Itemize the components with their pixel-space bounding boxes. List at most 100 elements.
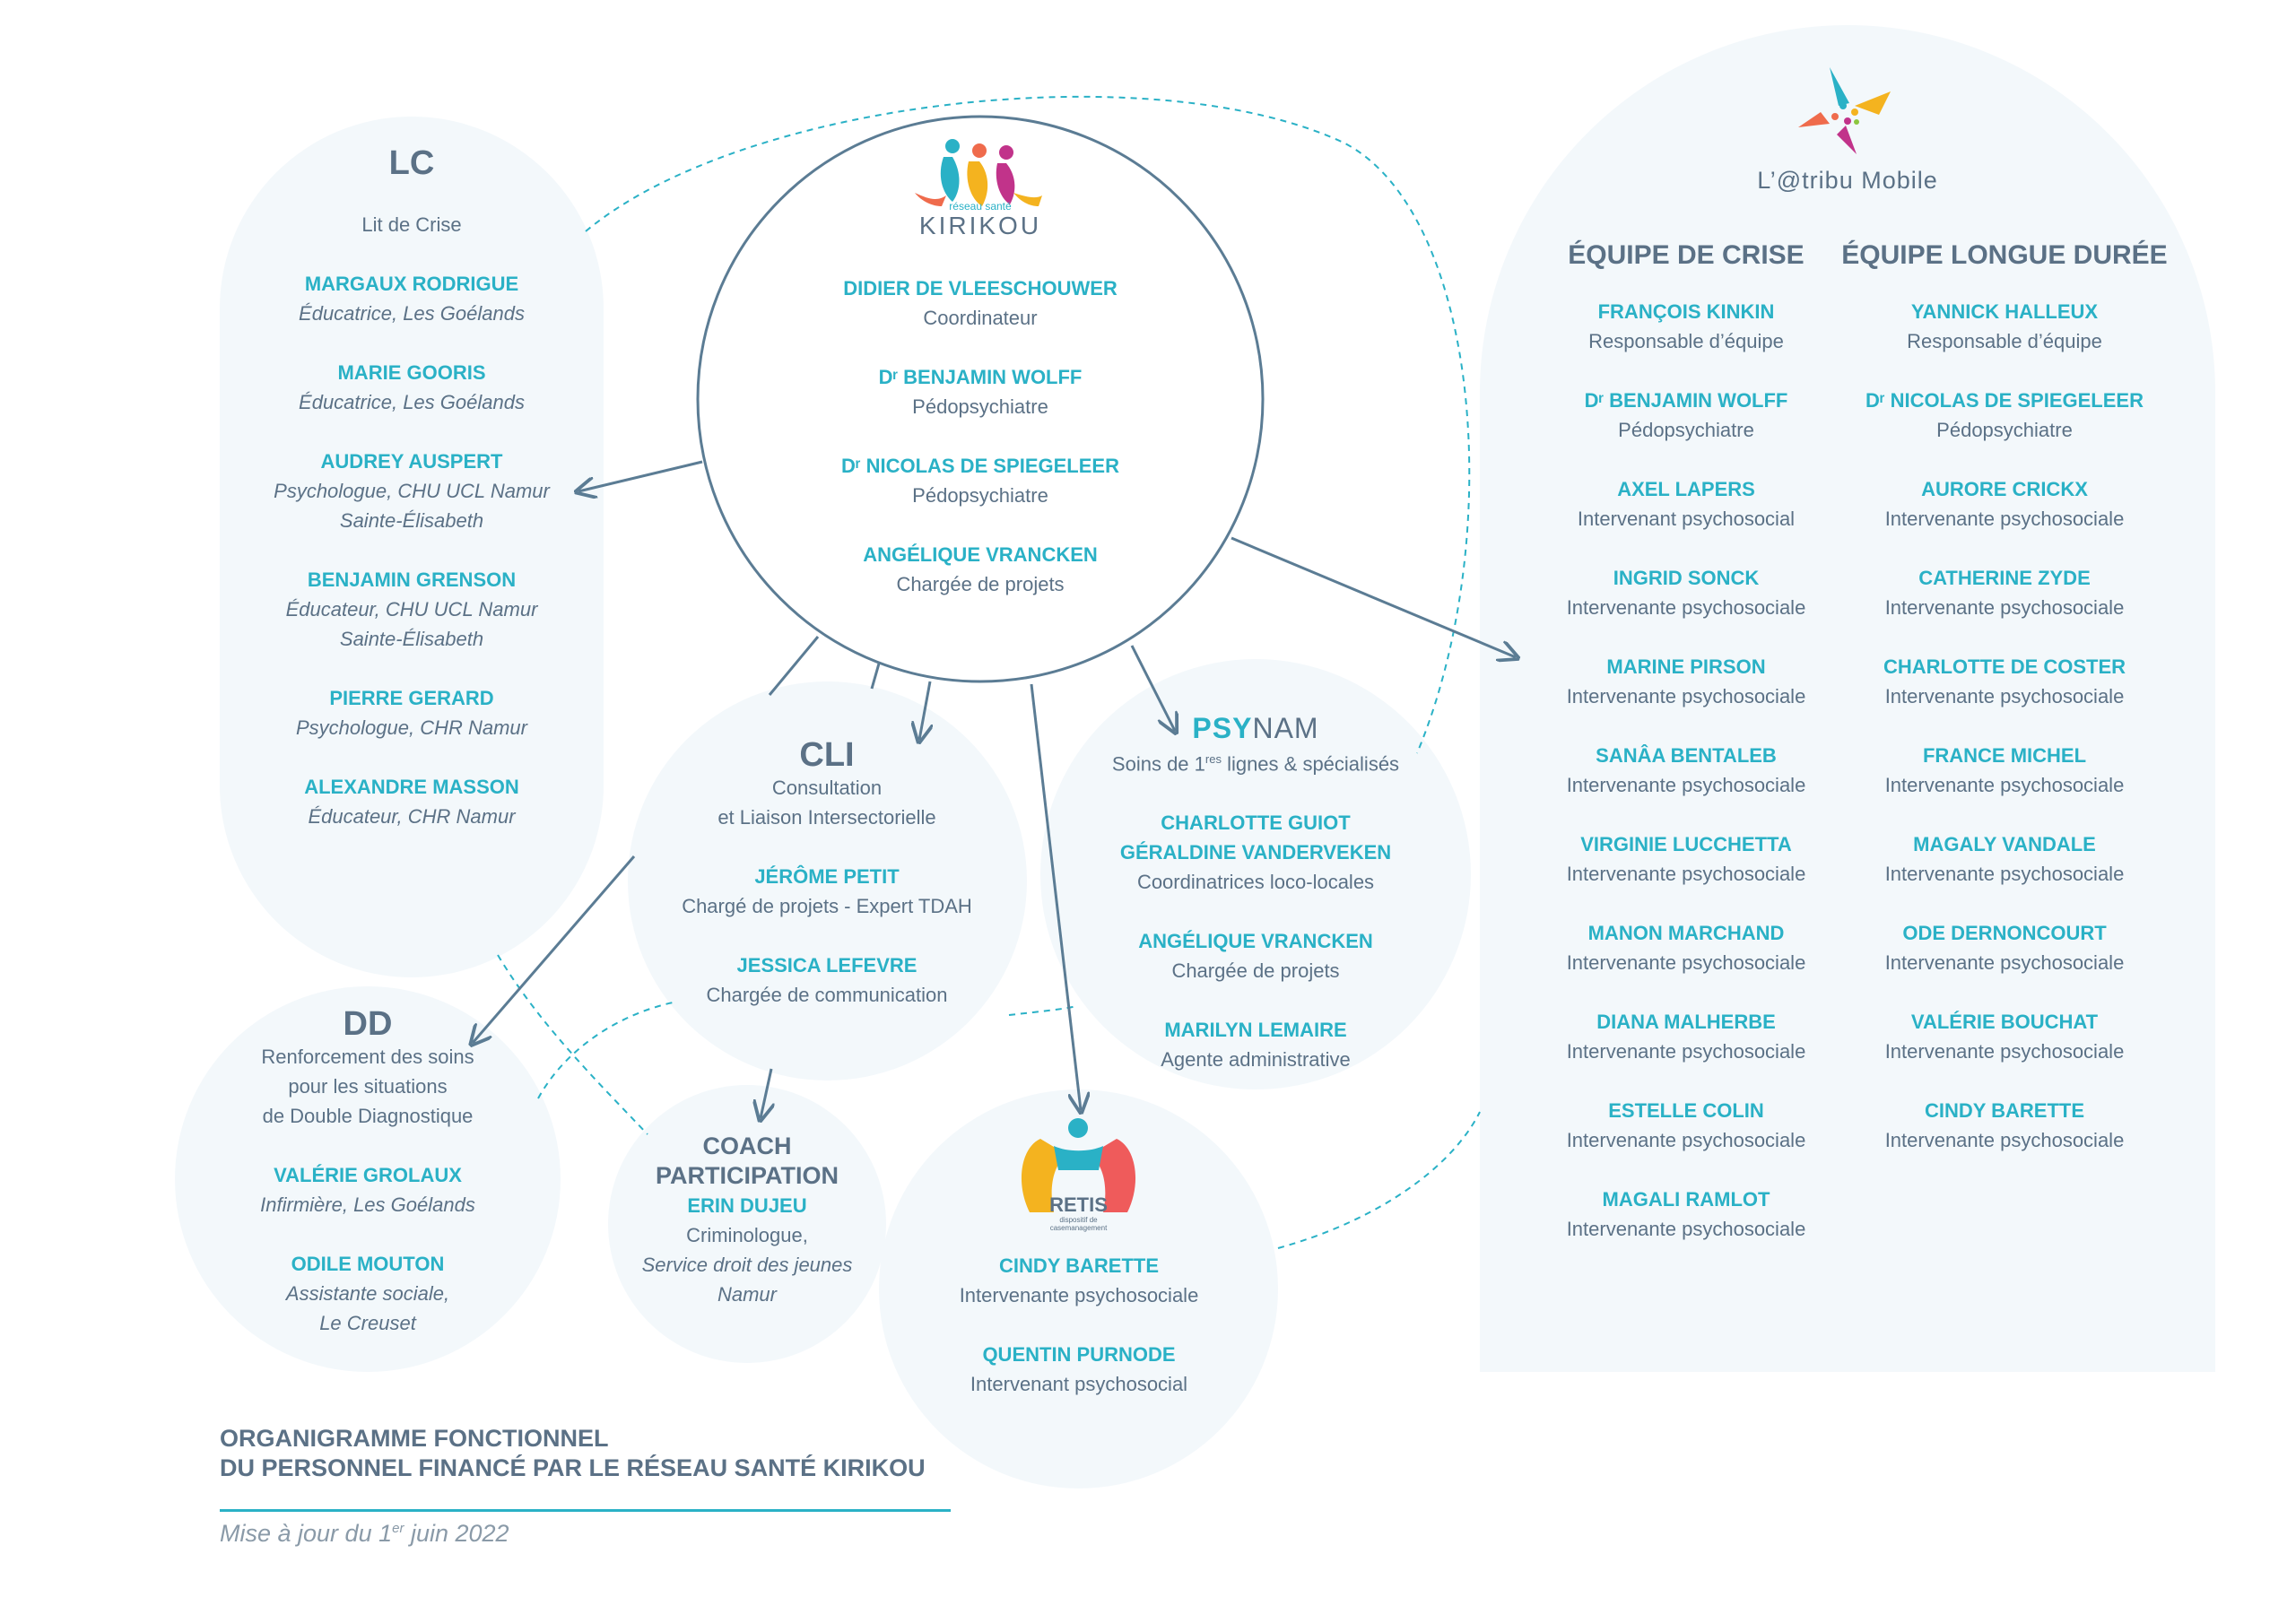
- member-name: YANNICK HALLEUX: [1910, 300, 2099, 323]
- member-name: DIANA MALHERBE: [1596, 1011, 1776, 1033]
- member-name: MARIE GOORIS: [337, 361, 486, 384]
- member-name: QUENTIN PURNODE: [982, 1343, 1176, 1366]
- dd-subtitle: de Double Diagnostique: [262, 1105, 474, 1127]
- member-role: Intervenante psychosociale: [1566, 1040, 1806, 1063]
- atribu-panel: [1480, 25, 2215, 1372]
- member-name: PIERRE GERARD: [329, 687, 494, 709]
- member-name: MARILYN LEMAIRE: [1164, 1019, 1347, 1042]
- coach-title: COACH: [702, 1133, 792, 1159]
- dd-section: DD Renforcement des soins pour les situa…: [206, 1006, 529, 1338]
- member-name: ERIN DUJEU: [687, 1194, 807, 1217]
- member-role: Intervenante psychosociale: [1566, 596, 1806, 619]
- member-role: Chargé de projets - Expert TDAH: [682, 895, 972, 917]
- member-name: SANÂA BENTALEB: [1596, 744, 1777, 767]
- member-role: Intervenante psychosociale: [1884, 685, 2125, 707]
- member-name: Dʳ NICOLAS DE SPIEGELEER: [841, 455, 1119, 477]
- member-role: Psychologue, CHR Namur: [296, 716, 527, 739]
- cli-subtitle: Consultation: [771, 777, 883, 799]
- lc-title: LC: [388, 144, 435, 182]
- member-role: Coordinateur: [923, 307, 1038, 329]
- member-role: Infirmière, Les Goélands: [260, 1193, 475, 1216]
- member-name: DIDIER DE VLEESCHOUWER: [843, 277, 1118, 299]
- member-role: Intervenante psychosociale: [1566, 1218, 1806, 1240]
- arrow-cli-dd: [473, 855, 636, 1043]
- member-name: CINDY BARETTE: [998, 1254, 1160, 1277]
- atribu-logo-text: L’@tribu Mobile: [1757, 167, 1938, 194]
- longue-title: ÉQUIPE LONGUE DURÉE: [1841, 240, 2168, 270]
- dashed-link-cli-psynam: [1008, 1005, 1077, 1016]
- dd-subtitle: Renforcement des soins: [261, 1046, 474, 1068]
- member-role: Chargée de communication: [706, 984, 948, 1006]
- member-name: ALEXANDRE MASSON: [304, 776, 519, 798]
- lc-section: LC Lit de Crise MARGAUX RODRIGUE Éducatr…: [241, 143, 582, 831]
- psynam-logo-b: NAM: [1252, 712, 1319, 744]
- member-role: Intervenante psychosociale: [1566, 863, 1806, 885]
- psynam-subtitle: Soins de 1res lignes & spécialisés: [1076, 744, 1435, 778]
- dd-title: DD: [343, 1005, 393, 1043]
- cli-subtitle: et Liaison Intersectorielle: [718, 806, 936, 829]
- footer-date-pre: Mise à jour du 1: [220, 1520, 393, 1547]
- arrow-kirikou-cli: [919, 681, 930, 740]
- psynam-section: PSYNAM Soins de 1res lignes & spécialisé…: [1076, 712, 1435, 1074]
- kirikou-logo-small: réseau santé: [949, 200, 1012, 213]
- member-role: Chargée de projets: [1171, 959, 1340, 983]
- member-name: MAGALY VANDALE: [1913, 833, 2096, 855]
- member-role: Sainte-Élisabeth: [339, 509, 484, 532]
- member-role: Sainte-Élisabeth: [339, 628, 484, 650]
- member-name: AURORE CRICKX: [1921, 478, 2088, 500]
- coach-title: PARTICIPATION: [656, 1162, 839, 1189]
- member-role: Pédopsychiatre: [912, 395, 1048, 418]
- lc-bubble: [220, 117, 604, 977]
- member-name: JESSICA LEFEVRE: [736, 954, 918, 976]
- arrow-kirikou-retis: [1030, 683, 1081, 1110]
- psynam-bubble: [1040, 659, 1471, 1089]
- member-role: Intervenant psychosocial: [1577, 508, 1796, 530]
- member-role: Intervenante psychosociale: [1566, 1129, 1806, 1151]
- arrow-kirikou-lc: [578, 460, 703, 491]
- member-name: FRANCE MICHEL: [1922, 744, 2087, 767]
- member-role: Éducateur, CHU UCL Namur: [285, 598, 538, 621]
- footer-divider: [220, 1509, 951, 1512]
- member-name: Dʳ BENJAMIN WOLFF: [878, 366, 1083, 388]
- lc-subtitle: Lit de Crise: [361, 213, 462, 236]
- member-role: Service droit des jeunes: [641, 1254, 853, 1276]
- member-role: Assistante sociale,: [285, 1282, 450, 1305]
- member-name: FRANÇOIS KINKIN: [1597, 300, 1775, 323]
- cli-section: CLI Consultation et Liaison Intersectori…: [648, 737, 1006, 1010]
- member-role: Namur: [717, 1283, 777, 1306]
- kirikou-members: DIDIER DE VLEESCHOUWER Coordinateur Dʳ B…: [801, 273, 1160, 599]
- retis-logo-small: casemanagement: [1049, 1224, 1108, 1232]
- member-role: Responsable d’équipe: [1588, 330, 1784, 352]
- psynam-logo: PSYNAM: [1076, 712, 1435, 744]
- member-role: Éducateur, CHR Namur: [308, 805, 516, 828]
- footer-date: Mise à jour du 1er juin 2022: [220, 1520, 509, 1548]
- retis-logo-small: dispositif de: [1059, 1216, 1098, 1224]
- member-role: Éducatrice, Les Goélands: [299, 302, 525, 325]
- arrow-cli-coach: [761, 1068, 771, 1118]
- member-role: Intervenante psychosociale: [1884, 863, 2125, 885]
- member-name: BENJAMIN GRENSON: [307, 568, 517, 591]
- member-name: Dʳ NICOLAS DE SPIEGELEER: [1866, 389, 2144, 412]
- footer-title: ORGANIGRAMME FONCTIONNEL DU PERSONNEL FI…: [220, 1424, 926, 1483]
- member-role: Intervenante psychosociale: [1884, 1040, 2125, 1063]
- member-role: Intervenante psychosociale: [1884, 774, 2125, 796]
- retis-section: CINDY BARETTE Intervenante psychosociale…: [900, 1251, 1258, 1399]
- member-name: GÉRALDINE VANDERVEKEN: [1119, 841, 1392, 864]
- member-name: ANGÉLIQUE VRANCKEN: [863, 543, 1098, 566]
- kirikou-logo-icon: [915, 139, 1042, 206]
- member-role: Intervenante psychosociale: [1884, 951, 2125, 974]
- member-role: Agente administrative: [1161, 1048, 1351, 1072]
- dashed-link-dd-cli: [537, 1001, 678, 1099]
- member-role: Responsable d’équipe: [1907, 330, 2102, 352]
- cli-bubble: [628, 681, 1027, 1081]
- member-name: CHARLOTTE DE COSTER: [1883, 655, 2126, 678]
- member-role: Intervenante psychosociale: [1884, 596, 2125, 619]
- member-name: ESTELLE COLIN: [1608, 1099, 1764, 1122]
- dashed-link-lc-atribu: [585, 95, 1471, 754]
- arrow-kirikou-psynam: [1130, 645, 1175, 731]
- member-role: Intervenante psychosociale: [1566, 685, 1806, 707]
- member-role: Éducatrice, Les Goélands: [299, 391, 525, 413]
- member-name: VIRGINIE LUCCHETTA: [1580, 833, 1792, 855]
